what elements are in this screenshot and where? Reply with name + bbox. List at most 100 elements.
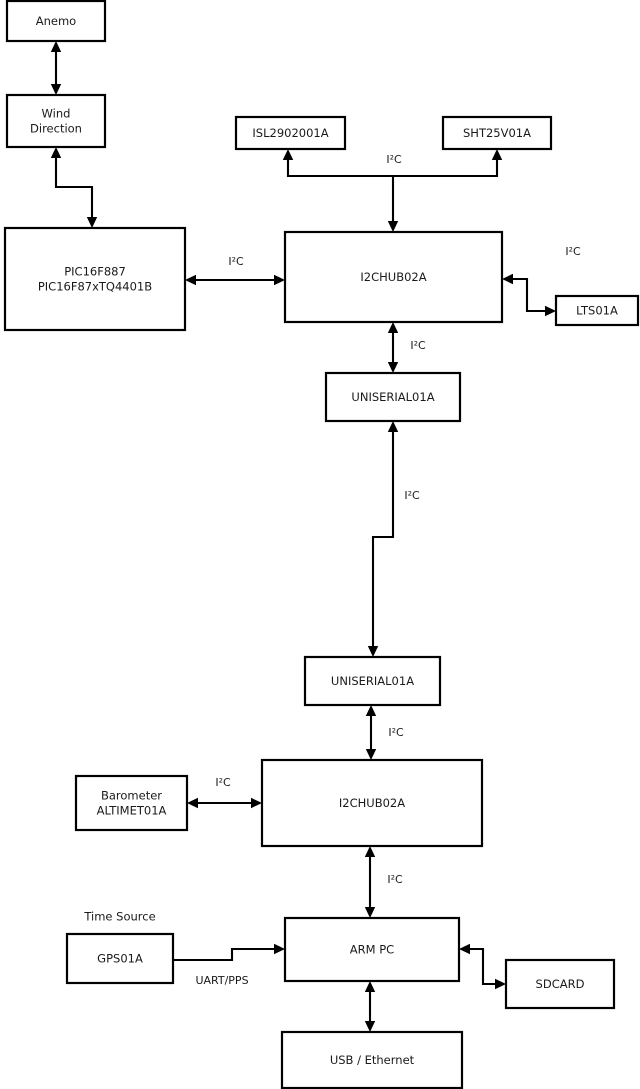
edge-label: UART/PPS	[195, 974, 248, 987]
node-label: UNISERIAL01A	[351, 390, 434, 404]
arrow-head-start	[387, 421, 399, 432]
edge-gps01a-arm-pc: UART/PPS	[173, 943, 285, 987]
node-box[interactable]	[5, 93, 107, 149]
node-box[interactable]	[504, 958, 616, 1010]
edge-line	[393, 158, 499, 178]
node-box[interactable]	[554, 294, 640, 327]
arrow-head-end	[86, 217, 98, 228]
edge-barometer-i2chub-bot: I²C	[187, 776, 262, 809]
node-arm-pc[interactable]: ARM PC	[283, 916, 461, 983]
arrow-head-end	[50, 84, 62, 95]
node-box[interactable]	[74, 774, 189, 832]
node-box[interactable]	[324, 371, 462, 423]
node-label: ARM PC	[350, 942, 394, 956]
node-isl2902001a[interactable]: ISL2902001A	[234, 115, 347, 151]
node-sht25v01a[interactable]: SHT25V01A	[441, 115, 553, 151]
free-labels-layer: Time Source	[83, 910, 155, 924]
node-box[interactable]	[283, 916, 461, 983]
node-label: I2CHUB02A	[360, 270, 426, 284]
arrow-head-end	[274, 943, 285, 955]
edge-line	[511, 277, 547, 313]
node-label: SDCARD	[536, 977, 585, 991]
edge-pic-i2chub-top: I²C	[185, 255, 285, 286]
node-box[interactable]	[234, 115, 347, 151]
edge-line	[54, 156, 94, 219]
arrow-head-start	[185, 274, 196, 286]
edge-label: I²C	[404, 489, 420, 502]
node-label: SHT25V01A	[463, 126, 531, 140]
node-box[interactable]	[303, 655, 442, 707]
edge-label: I²C	[228, 255, 244, 268]
node-box[interactable]	[3, 226, 187, 332]
node-anemo[interactable]: Anemo	[5, 0, 107, 43]
node-sdcard[interactable]: SDCARD	[504, 958, 616, 1010]
edge-uniserial-bot-i2chub-bot: I²C	[365, 705, 404, 760]
node-box[interactable]	[283, 230, 504, 324]
node-box[interactable]	[65, 932, 175, 985]
arrow-head-start	[364, 981, 376, 992]
node-label: I2CHUB02A	[339, 796, 405, 810]
edge-winddir-pic	[50, 147, 98, 228]
node-i2chub-bot[interactable]: I2CHUB02A	[260, 758, 484, 848]
edges-layer: I²C I²C I²C I²C I²C I²C I²C I²C UART/PPS	[50, 41, 581, 1032]
node-label: UNISERIAL01A	[331, 674, 414, 688]
arrow-head-end	[387, 221, 399, 232]
arrow-head-start	[50, 41, 62, 52]
arrow-head-end	[251, 797, 262, 809]
edge-label: I²C	[386, 153, 402, 166]
arrow-head-end	[274, 274, 285, 286]
arrow-head-start	[50, 147, 62, 158]
node-usb-ethernet[interactable]: USB / Ethernet	[280, 1030, 464, 1089]
node-box[interactable]	[260, 758, 484, 848]
edge-anemo-winddir	[50, 41, 62, 95]
edge-arm-pc-usb-ethernet	[364, 981, 376, 1032]
arrow-head-end	[545, 305, 556, 317]
arrow-head-start	[502, 273, 513, 285]
arrow-head-start	[387, 322, 399, 333]
edge-label: I²C	[388, 726, 404, 739]
edge-i2chub-top-bus-sht: I²C	[386, 149, 503, 178]
node-label: GPS01A	[97, 951, 143, 965]
arrow-head-end	[364, 1021, 376, 1032]
edge-line	[371, 430, 395, 648]
arrow-head-start	[364, 846, 376, 857]
arrow-head-end	[491, 149, 503, 160]
edge-label: I²C	[387, 873, 403, 886]
edge-line	[286, 158, 393, 178]
arrow-head-end	[365, 749, 377, 760]
node-label: LTS01A	[576, 303, 618, 317]
node-label: USB / Ethernet	[330, 1053, 415, 1067]
free-label-time-source: Time Source	[83, 910, 155, 924]
edge-bus-to-i2chub-top	[387, 176, 399, 232]
edge-label: I²C	[565, 245, 581, 258]
arrow-head-start	[365, 705, 377, 716]
node-box[interactable]	[280, 1030, 464, 1089]
edge-uniserial-top-uniserial-bot: I²C	[367, 421, 420, 657]
node-label: Anemo	[36, 14, 76, 28]
edge-i2chub-bot-arm-pc: I²C	[364, 846, 403, 918]
edge-i2chub-top-bus-isl	[282, 149, 393, 178]
node-lts01a[interactable]: LTS01A	[554, 294, 640, 327]
node-box[interactable]	[5, 0, 107, 43]
arrow-head-end	[364, 907, 376, 918]
arrow-head-end	[367, 646, 379, 657]
arrow-head-start	[187, 797, 198, 809]
node-i2chub-top[interactable]: I2CHUB02A	[283, 230, 504, 324]
edge-i2chub-top-uniserial-top: I²C	[387, 322, 426, 373]
edge-label: I²C	[215, 776, 231, 789]
edge-line	[173, 947, 276, 962]
node-label: ISL2902001A	[252, 126, 328, 140]
node-gps01a[interactable]: GPS01A	[65, 932, 175, 985]
node-uniserial-bot[interactable]: UNISERIAL01A	[303, 655, 442, 707]
arrow-head-end	[387, 362, 399, 373]
node-box[interactable]	[441, 115, 553, 151]
edge-line	[468, 947, 497, 986]
node-uniserial-top[interactable]: UNISERIAL01A	[324, 371, 462, 423]
